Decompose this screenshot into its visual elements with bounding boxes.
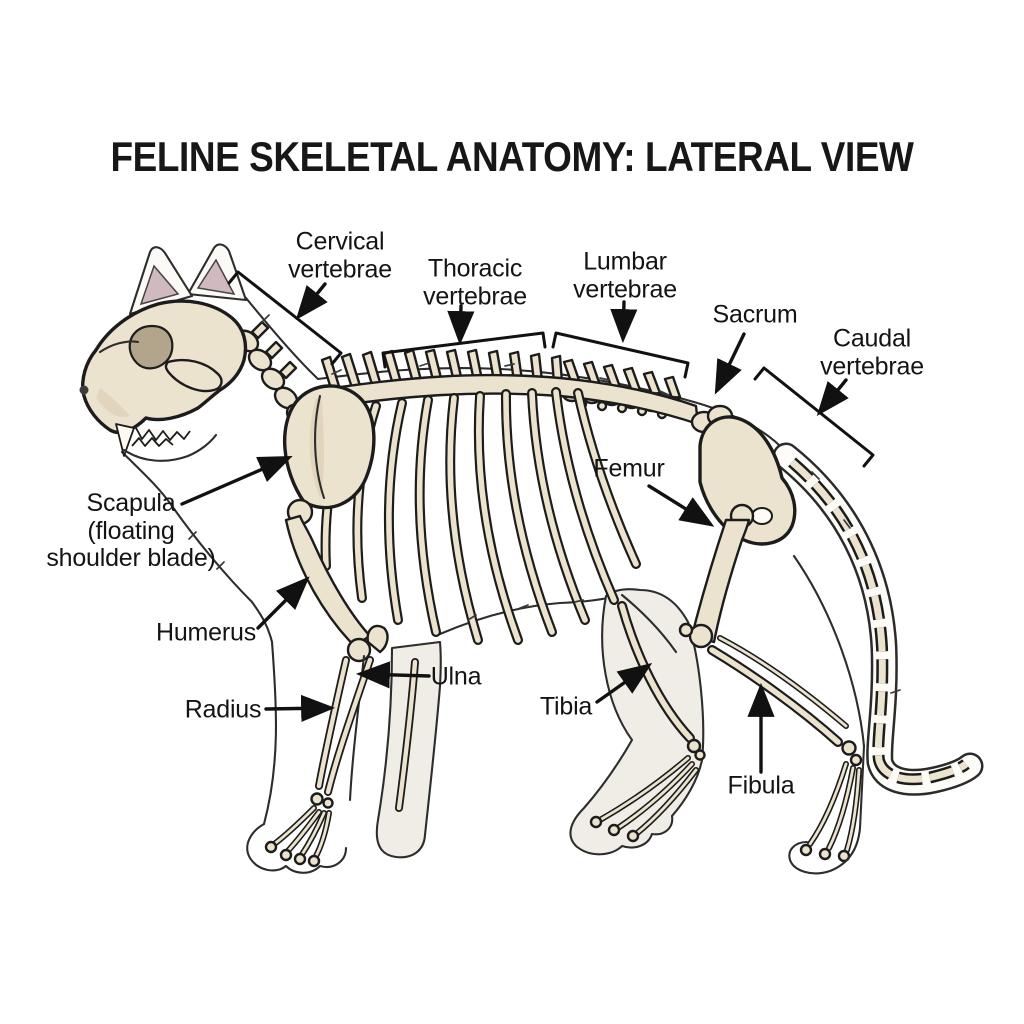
thoracic-arrow xyxy=(447,304,475,346)
sacrum-arrow xyxy=(714,332,746,395)
leader-arrows xyxy=(180,282,849,774)
femur-arrow xyxy=(647,484,715,527)
lumbar-bracket xyxy=(551,331,690,379)
lower-jaw xyxy=(122,433,218,462)
label-femur: Femur xyxy=(593,454,665,483)
label-caudal-vertebrae: Caudal vertebrae xyxy=(820,324,924,380)
tail xyxy=(772,442,984,796)
ears xyxy=(128,243,248,316)
humerus-bone xyxy=(284,514,372,648)
scapula-bone xyxy=(283,384,376,510)
elbow-joint xyxy=(346,637,372,663)
fur-ticks xyxy=(188,314,901,694)
chest-outline xyxy=(120,450,274,644)
diagram-title: FELINE SKELETAL ANATOMY: LATERAL VIEW xyxy=(110,133,914,180)
near-ear-inner xyxy=(139,264,180,306)
label-humerus: Humerus xyxy=(155,618,257,647)
label-tibia: Tibia xyxy=(539,692,593,721)
scapula-arrow xyxy=(180,455,293,506)
knee-joint xyxy=(688,623,714,649)
head xyxy=(79,243,248,462)
label-ulna: Ulna xyxy=(430,662,482,691)
zygomatic-arch xyxy=(164,358,223,393)
ulna-arrow xyxy=(355,661,431,689)
olecranon xyxy=(366,624,389,654)
cervical-bracket xyxy=(227,270,343,366)
label-fibula: Fibula xyxy=(727,771,795,800)
label-scapula: Scapula (floating shoulder blade) xyxy=(46,488,216,572)
radius-arrow xyxy=(264,694,336,723)
cervical-arrow xyxy=(295,282,328,320)
far-ear-inner xyxy=(196,258,236,295)
skull xyxy=(79,299,248,462)
caudal-arrow xyxy=(816,378,849,416)
patella xyxy=(678,622,694,638)
humerus-arrow xyxy=(256,576,310,630)
femur-bone xyxy=(690,518,751,644)
fibula-bone xyxy=(717,635,849,729)
teeth xyxy=(115,423,191,457)
label-lumbar-vertebrae: Lumbar vertebrae xyxy=(573,247,677,303)
near-hindleg xyxy=(620,503,866,875)
hindleg-back-outline xyxy=(792,554,866,748)
ribcage xyxy=(320,387,641,645)
tibia-arrow xyxy=(595,663,653,704)
eye-socket xyxy=(128,324,174,370)
far-foreleg xyxy=(375,640,442,859)
lumbar-arrow xyxy=(610,300,638,344)
nose xyxy=(79,385,89,395)
label-thoracic-vertebrae: Thoracic vertebrae xyxy=(423,254,527,310)
label-radius: Radius xyxy=(184,695,262,724)
label-sacrum: Sacrum xyxy=(712,300,798,329)
label-cervical-vertebrae: Cervical vertebrae xyxy=(288,227,392,283)
front-paw-outline xyxy=(246,822,348,874)
